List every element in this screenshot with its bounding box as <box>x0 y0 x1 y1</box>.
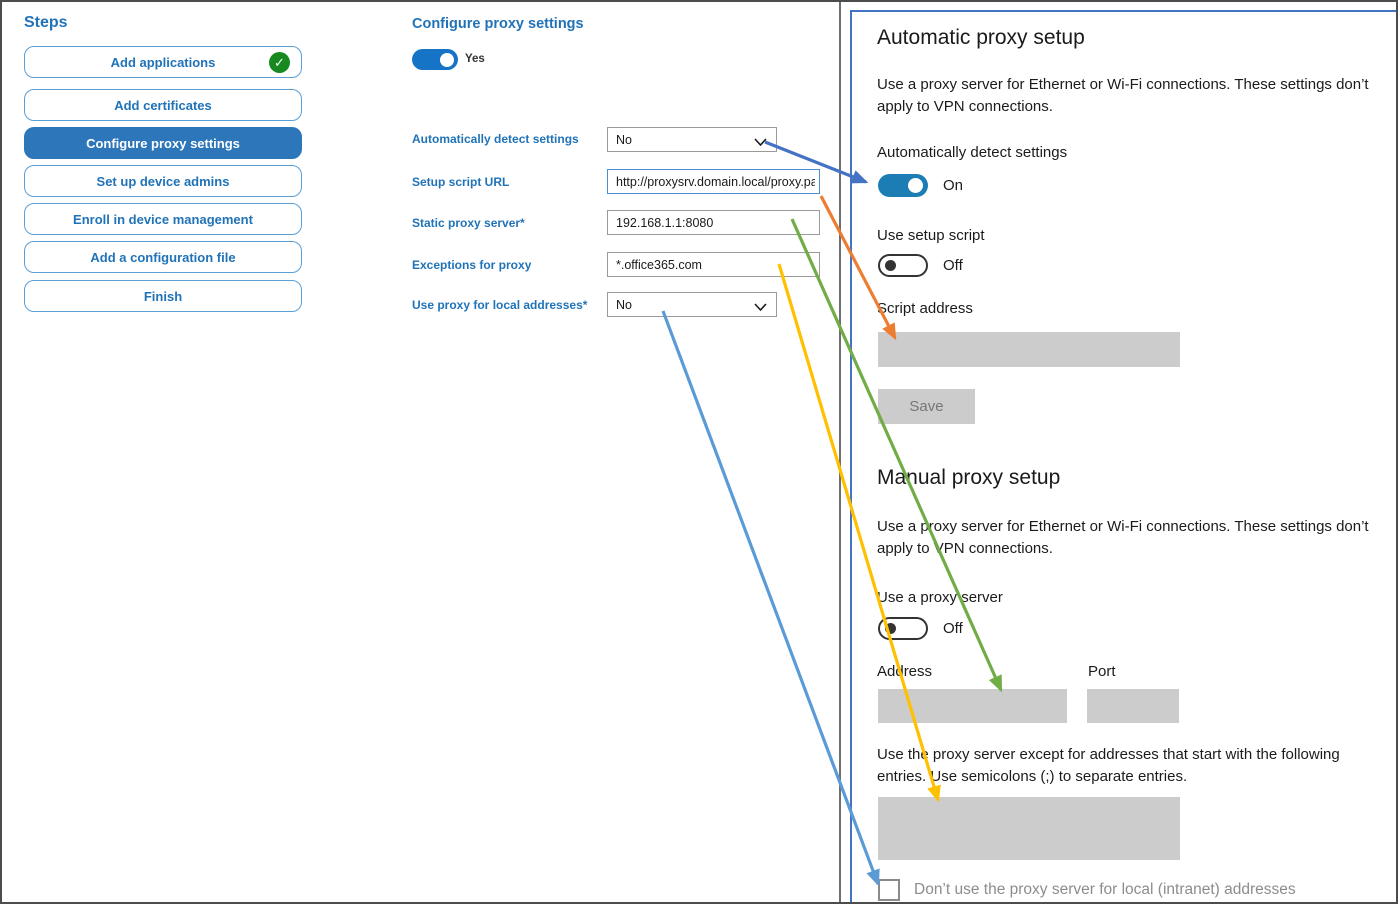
step-label: Enroll in device management <box>73 211 253 227</box>
arrow-local-address-mapping <box>661 310 880 887</box>
save-button-label: Save <box>909 398 944 415</box>
step-finish[interactable]: Finish <box>24 280 302 312</box>
auto-detect-settings-label: Automatically detect settings <box>412 132 579 146</box>
proxy-exceptions-description: Use the proxy server except for addresse… <box>877 746 1340 785</box>
steps-panel-title: Steps <box>24 14 68 31</box>
port-label: Port <box>1088 663 1116 680</box>
static-proxy-server-input[interactable] <box>607 210 820 235</box>
panel-divider <box>839 2 841 902</box>
proxy-exceptions-textarea[interactable] <box>878 797 1180 860</box>
use-proxy-local-addresses-select[interactable]: No <box>607 292 777 317</box>
toggle-knob <box>885 623 896 634</box>
automatic-proxy-description: Use a proxy server for Ethernet or Wi-Fi… <box>877 76 1369 115</box>
chevron-down-icon <box>754 136 767 147</box>
step-add-a-configuration-file[interactable]: Add a configuration file <box>24 241 302 273</box>
manual-proxy-description: Use a proxy server for Ethernet or Wi-Fi… <box>877 518 1369 557</box>
step-configure-proxy-settings[interactable]: Configure proxy settings <box>24 127 302 159</box>
address-label: Address <box>877 663 933 680</box>
use-a-proxy-server-toggle-state: Off <box>943 620 963 637</box>
use-a-proxy-server-toggle[interactable] <box>878 617 928 640</box>
port-input[interactable] <box>1087 689 1179 723</box>
auto-detect-settings-select[interactable]: No <box>607 127 777 152</box>
use-setup-script-toggle-state: Off <box>943 257 963 274</box>
select-value: No <box>616 297 632 312</box>
automatic-proxy-setup-heading: Automatic proxy setup <box>877 26 1085 49</box>
toggle-knob <box>908 178 923 193</box>
step-label: Add a configuration file <box>90 249 236 265</box>
step-enroll-in-device-management[interactable]: Enroll in device management <box>24 203 302 235</box>
manual-proxy-setup-heading: Manual proxy setup <box>877 466 1061 489</box>
use-setup-script-toggle[interactable] <box>878 254 928 277</box>
auto-detect-toggle[interactable] <box>878 174 928 197</box>
exceptions-for-proxy-input[interactable] <box>607 252 820 277</box>
toggle-knob <box>440 52 454 67</box>
toggle-knob <box>885 260 896 271</box>
step-add-certificates[interactable]: Add certificates <box>24 89 302 121</box>
script-address-label: Script address <box>877 300 973 317</box>
select-value: No <box>616 132 632 147</box>
local-addresses-checkbox[interactable] <box>878 879 900 901</box>
step-label: Finish <box>143 288 183 304</box>
use-proxy-local-addresses-label: Use proxy for local addresses* <box>412 298 588 312</box>
chevron-down-icon <box>754 301 767 312</box>
step-label: Configure proxy settings <box>86 135 240 151</box>
auto-detect-toggle-state: On <box>943 177 964 194</box>
step-add-applications[interactable]: Add applications ✓ <box>24 46 302 78</box>
use-a-proxy-server-label: Use a proxy server <box>877 589 1003 606</box>
step-label: Add applications <box>110 54 216 70</box>
local-addresses-checkbox-label: Don’t use the proxy server for local (in… <box>914 881 1296 898</box>
configure-proxy-toggle-label: Yes <box>465 53 485 65</box>
save-button[interactable]: Save <box>878 389 975 424</box>
step-label: Add certificates <box>114 97 212 113</box>
config-panel-title: Configure proxy settings <box>412 16 584 32</box>
script-address-input[interactable] <box>878 332 1180 367</box>
address-input[interactable] <box>878 689 1067 723</box>
configure-proxy-toggle[interactable] <box>412 49 458 70</box>
step-label: Set up device admins <box>96 173 230 189</box>
auto-detect-settings-ws-label: Automatically detect settings <box>877 144 1068 161</box>
setup-script-url-input[interactable] <box>607 169 820 194</box>
use-setup-script-label: Use setup script <box>877 227 985 244</box>
exceptions-for-proxy-label: Exceptions for proxy <box>412 258 532 272</box>
static-proxy-server-label: Static proxy server* <box>412 216 525 230</box>
step-set-up-device-admins[interactable]: Set up device admins <box>24 165 302 197</box>
completed-check-icon: ✓ <box>269 52 290 73</box>
setup-script-url-label: Setup script URL <box>412 175 510 189</box>
